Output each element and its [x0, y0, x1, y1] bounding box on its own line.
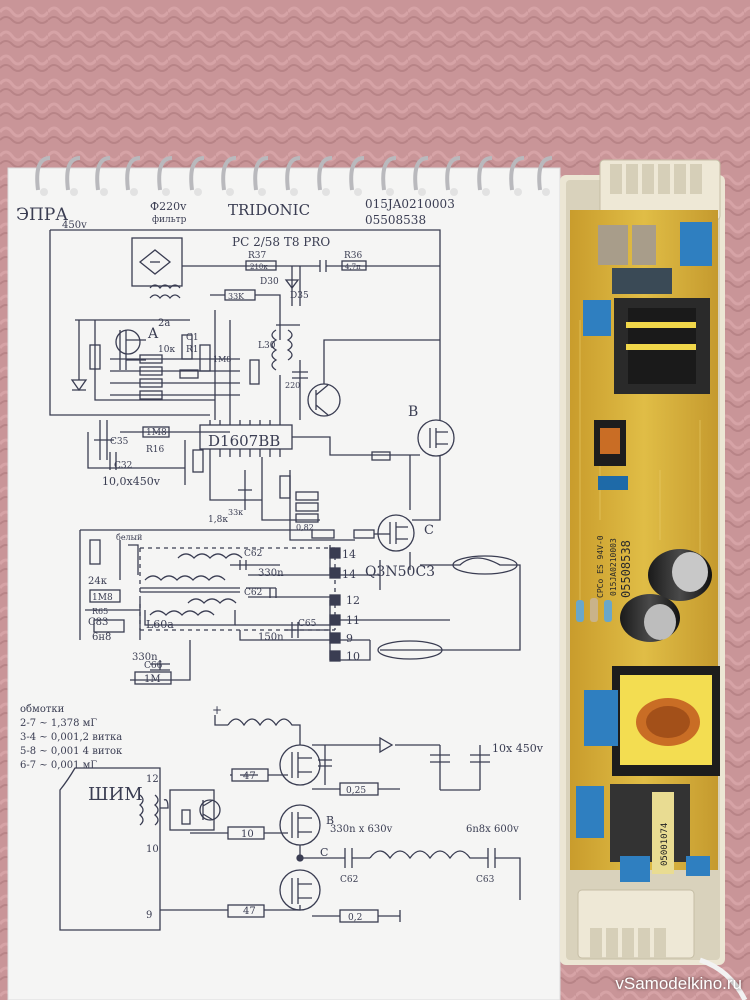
svg-text:C65: C65	[298, 619, 317, 629]
chip-label: D1607BB	[208, 432, 280, 450]
schematic-top	[49, 229, 455, 570]
svg-text:1М8: 1М8	[213, 355, 231, 364]
windings-notes: обмотки 2-7 ~ 1,378 мГ 3-4 ~ 0,001,2 вит…	[20, 704, 123, 771]
svg-text:C1: C1	[186, 333, 199, 343]
svg-text:R65: R65	[92, 607, 108, 616]
svg-text:4,7п: 4,7п	[345, 263, 361, 271]
svg-text:0,25: 0,25	[346, 786, 366, 796]
svg-text:220: 220	[285, 381, 300, 390]
svg-text:12: 12	[146, 774, 159, 785]
svg-text:330n: 330n	[258, 568, 284, 579]
svg-text:1М8: 1М8	[146, 428, 167, 438]
svg-text:11: 11	[346, 614, 360, 627]
svg-text:D30: D30	[260, 277, 279, 287]
svg-text:330n: 330n	[132, 652, 158, 663]
svg-text:10к: 10к	[158, 345, 175, 355]
svg-text:10: 10	[346, 650, 360, 663]
ballast-board: 05508538 015JA0210003 CPCo ES 94V-0 0500…	[560, 159, 748, 1000]
svg-text:10х 450v: 10х 450v	[492, 742, 544, 755]
svg-text:C: C	[424, 523, 434, 538]
svg-text:+: +	[212, 703, 222, 717]
svg-text:330n х 630v: 330n х 630v	[330, 824, 393, 835]
svg-text:6-7 ~ 0,001 мГ: 6-7 ~ 0,001 мГ	[20, 760, 97, 771]
svg-text:14: 14	[342, 548, 356, 561]
svg-text:210к: 210к	[250, 263, 268, 271]
board-code-2: 015JA0210003	[609, 538, 618, 596]
svg-text:1М: 1М	[144, 674, 161, 685]
svg-text:1М8: 1М8	[92, 593, 113, 603]
schematic-text: ЭПРА 450v Ф220v фильтр TRIDONIC 015JA021…	[16, 197, 455, 685]
svg-text:47: 47	[243, 906, 256, 917]
svg-text:B: B	[408, 404, 418, 420]
svg-text:R36: R36	[344, 251, 363, 261]
svg-text:C62: C62	[340, 875, 358, 885]
svg-text:6n8х 600v: 6n8х 600v	[466, 824, 519, 835]
svg-text:C63: C63	[476, 875, 495, 885]
schematic-middle	[79, 529, 521, 685]
svg-text:A: A	[147, 326, 159, 342]
svg-text:10,0х450v: 10,0х450v	[102, 475, 161, 488]
svg-text:9: 9	[346, 632, 353, 645]
svg-text:1,8к: 1,8к	[208, 515, 228, 525]
svg-text:C62: C62	[244, 549, 262, 559]
board-chip-code: 05001074	[660, 823, 670, 866]
svg-text:10: 10	[146, 844, 159, 855]
svg-text:D35: D35	[290, 291, 309, 301]
svg-text:L60а: L60а	[146, 618, 174, 631]
svg-text:10: 10	[241, 829, 254, 840]
svg-text:C66: C66	[144, 661, 163, 671]
board-code-1: 05508538	[619, 540, 633, 598]
svg-text:2а: 2а	[158, 318, 170, 329]
svg-text:C: C	[320, 846, 328, 859]
header-filter: фильтр	[152, 215, 187, 225]
svg-text:0,82: 0,82	[296, 523, 314, 532]
svg-text:C83: C83	[88, 617, 108, 628]
svg-text:C35: C35	[110, 437, 129, 447]
watermark: vSamodelkino.ru	[615, 974, 742, 993]
svg-text:L30: L30	[258, 341, 276, 351]
svg-text:47: 47	[243, 771, 256, 782]
svg-text:R1: R1	[186, 345, 199, 355]
svg-text:2-7 ~ 1,378 мГ: 2-7 ~ 1,378 мГ	[20, 718, 97, 729]
svg-text:R16: R16	[146, 445, 165, 455]
svg-text:24к: 24к	[88, 576, 108, 587]
svg-text:12: 12	[346, 594, 360, 607]
header-code-1: 015JA0210003	[365, 197, 455, 211]
model-label: PC 2/58 T8 PRO	[232, 235, 330, 249]
svg-text:R37: R37	[248, 251, 267, 261]
header-mains: Ф220v	[150, 200, 187, 213]
svg-text:14: 14	[342, 568, 356, 581]
svg-text:3-4 ~ 0,001,2 витка: 3-4 ~ 0,001,2 витка	[20, 732, 122, 743]
svg-text:9: 9	[146, 910, 152, 921]
svg-text:0,2: 0,2	[348, 913, 362, 923]
header-voltage: 450v	[62, 220, 87, 231]
header-left-title: ЭПРА	[16, 205, 68, 225]
board-mark: CPCo ES 94V-0	[596, 535, 605, 598]
svg-text:обмотки: обмотки	[20, 704, 65, 715]
header-brand: TRIDONIC	[228, 201, 310, 219]
notebook	[7, 156, 561, 1000]
mosfet-part-label: Q3N50C3	[365, 564, 435, 580]
schematic-bottom	[59, 715, 521, 931]
svg-text:белый: белый	[116, 533, 142, 542]
svg-text:33к: 33к	[228, 508, 243, 517]
header-code-2: 05508538	[365, 213, 426, 227]
svg-text:5-8 ~ 0,001 4 виток: 5-8 ~ 0,001 4 виток	[20, 746, 123, 757]
svg-text:6н8: 6н8	[92, 632, 111, 643]
svg-text:ШИМ: ШИМ	[88, 784, 143, 805]
bottom-schematic-text: + ШИМ 12 10 9 47 10 47 0,25 0,2 10х 450v…	[88, 703, 544, 923]
svg-text:B: B	[326, 814, 334, 827]
svg-text:33K: 33K	[228, 292, 245, 301]
svg-text:C32: C32	[114, 461, 132, 471]
svg-text:150n: 150n	[258, 632, 284, 643]
svg-text:C62: C62	[244, 588, 262, 598]
spiral-binding	[35, 156, 553, 191]
